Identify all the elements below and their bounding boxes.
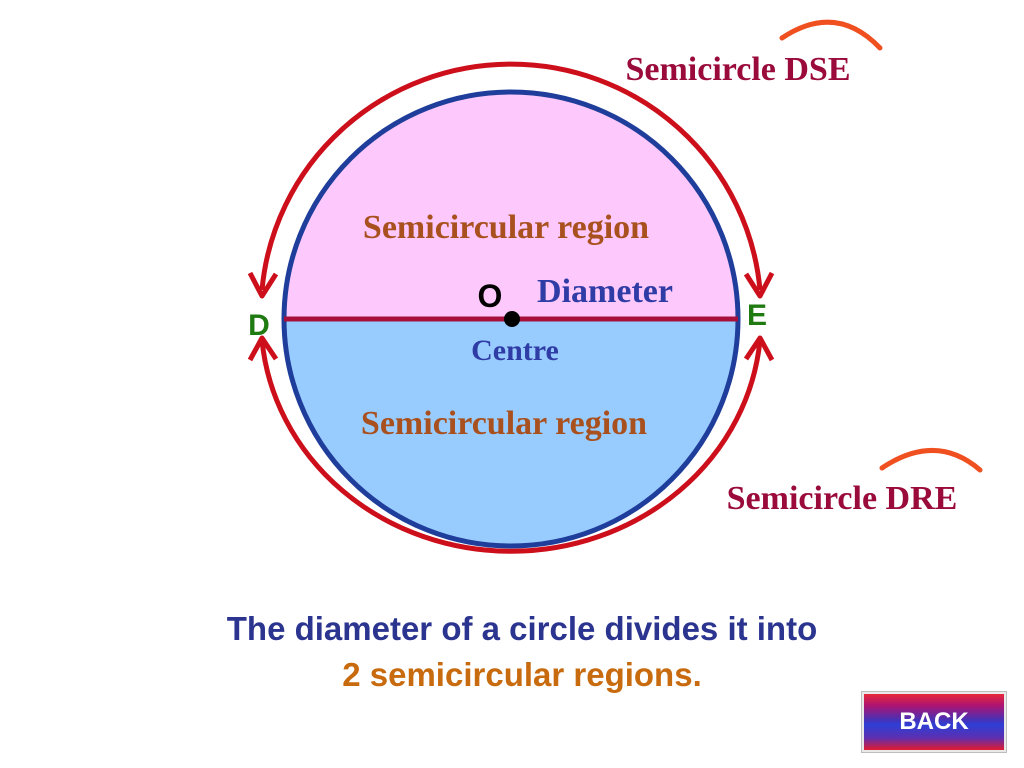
label-point-d: D	[248, 309, 270, 342]
centre-point	[504, 311, 520, 327]
top-semicircular-region	[284, 92, 738, 319]
label-region-top: Semicircular region	[363, 209, 649, 246]
semicircle-symbol-bottom	[879, 448, 983, 473]
label-semicircle-dse: Semicircle DSE	[625, 51, 850, 88]
caption: The diameter of a circle divides it into…	[0, 606, 1024, 698]
label-semicircle-dre: Semicircle DRE	[727, 480, 958, 517]
bottom-semicircular-region	[284, 319, 738, 546]
label-point-e: E	[747, 299, 767, 332]
semicircle-dse-arc	[259, 61, 763, 291]
label-region-bottom: Semicircular region	[361, 405, 647, 442]
caption-line-2: 2 semicircular regions.	[342, 656, 702, 693]
semicircle-symbol-top	[779, 19, 883, 51]
arrowhead-right-top	[743, 271, 775, 299]
back-button[interactable]: BACK	[861, 691, 1007, 753]
caption-line-1: The diameter of a circle divides it into	[226, 610, 818, 647]
arrowhead-left-bottom	[247, 335, 279, 362]
label-centre: Centre	[471, 334, 559, 367]
label-diameter: Diameter	[537, 273, 673, 310]
arrowhead-right-bottom	[743, 335, 775, 362]
arrowhead-left-top	[247, 271, 279, 299]
semicircle-dre-arc	[259, 339, 763, 554]
label-centre-letter: O	[478, 278, 503, 314]
